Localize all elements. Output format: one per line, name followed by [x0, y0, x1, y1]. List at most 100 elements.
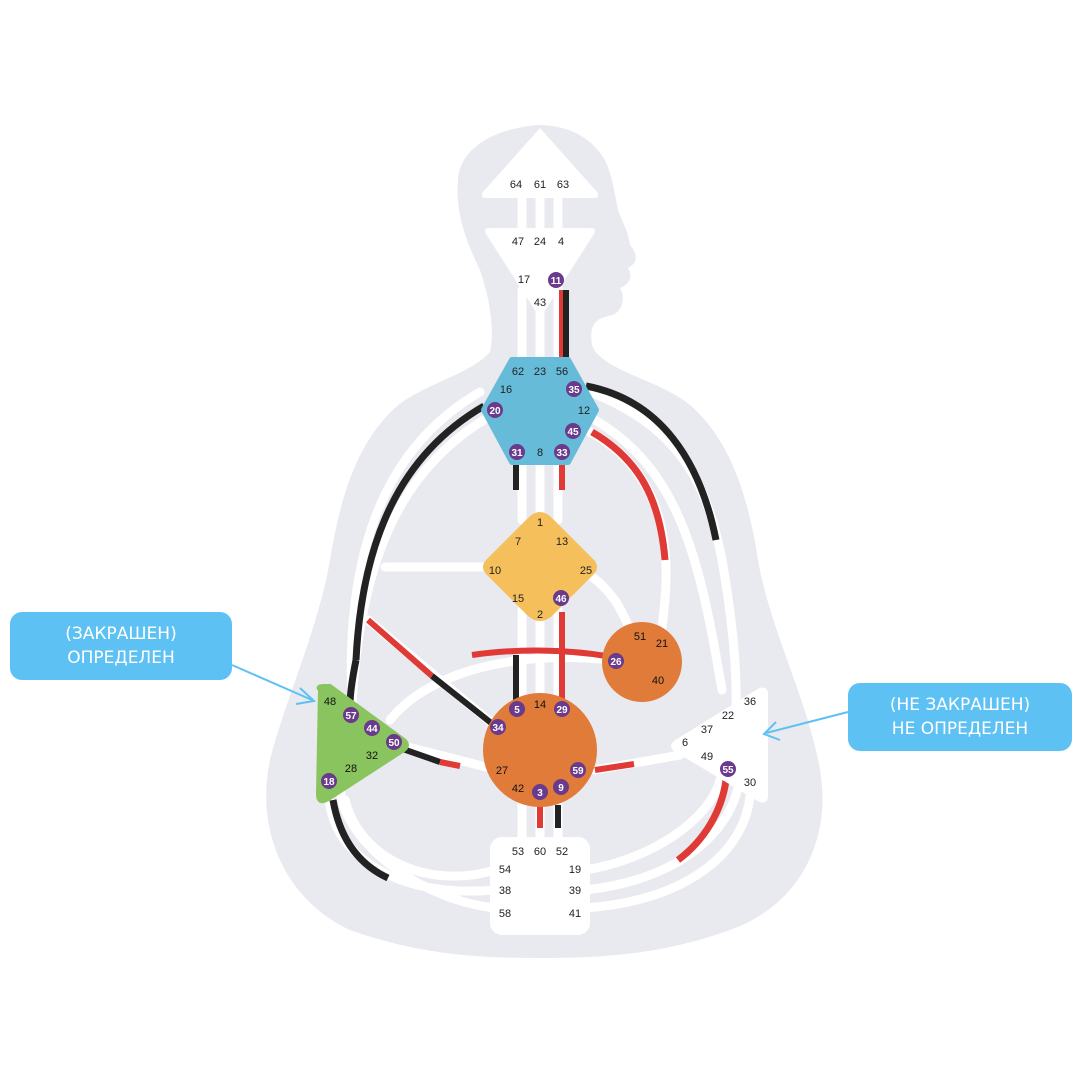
gate-badge [548, 272, 564, 288]
gate-57: 57 [345, 711, 357, 722]
gate-14: 14 [534, 699, 546, 711]
gate-4: 4 [558, 236, 564, 248]
gate-20: 20 [489, 406, 501, 417]
gate-33: 33 [556, 448, 568, 459]
gate-badge [570, 762, 586, 778]
arrow-right-pointer-icon [231, 664, 317, 705]
channel-activations [329, 290, 730, 882]
gate-26: 26 [610, 657, 622, 668]
gate-badge [554, 444, 570, 460]
gate-24: 24 [534, 236, 546, 248]
gate-12: 12 [578, 405, 590, 417]
gate-16: 16 [500, 384, 512, 396]
callout-defined-line2: ОПРЕДЕЛЕН [67, 648, 175, 668]
solar-plexus-center[interactable]: 36 22 37 6 49 55 30 [671, 687, 768, 803]
gate-6: 6 [682, 737, 688, 749]
gate-badge [566, 381, 582, 397]
gate-38: 38 [499, 885, 511, 897]
gate-badge [553, 779, 569, 795]
gate-32: 32 [366, 750, 378, 762]
gate-48: 48 [324, 696, 336, 708]
gate-36: 36 [744, 696, 756, 708]
gate-42: 42 [512, 783, 524, 795]
gate-badge [364, 720, 380, 736]
gate-59: 59 [572, 766, 584, 777]
gate-3: 3 [537, 788, 543, 799]
gate-badge [608, 653, 624, 669]
gate-badge [532, 784, 548, 800]
gate-badge [509, 701, 525, 717]
gate-badge [490, 719, 506, 735]
gate-badge [487, 402, 503, 418]
gate-badge [509, 444, 525, 460]
gate-55: 55 [722, 765, 734, 776]
gate-1: 1 [537, 517, 543, 529]
gate-badge [343, 707, 359, 723]
gate-badge [321, 773, 337, 789]
ajna-center[interactable]: 47 24 4 17 11 43 [485, 228, 595, 315]
gate-17: 17 [518, 274, 530, 286]
gate-45: 45 [567, 427, 579, 438]
gate-34: 34 [492, 723, 504, 734]
gate-23: 23 [534, 366, 546, 378]
gate-54: 54 [499, 864, 511, 876]
callout-undefined: (НЕ ЗАКРАШЕН) НЕ ОПРЕДЕЛЕН [848, 683, 1072, 751]
gate-9: 9 [558, 783, 564, 794]
gate-60: 60 [534, 846, 546, 858]
gate-8: 8 [537, 447, 543, 459]
gate-5: 5 [514, 705, 520, 716]
arrow-left-pointer-icon [762, 711, 849, 741]
callout-undefined-line1: (НЕ ЗАКРАШЕН) [889, 695, 1031, 715]
gate-25: 25 [580, 565, 592, 577]
gate-10: 10 [489, 565, 501, 577]
gate-badge [565, 423, 581, 439]
gate-badge [554, 701, 570, 717]
gate-29: 29 [556, 705, 568, 716]
gate-52: 52 [556, 846, 568, 858]
callout-defined: (ЗАКРАШЕН) ОПРЕДЕЛЕН [10, 612, 232, 680]
gate-40: 40 [652, 675, 664, 687]
root-center[interactable]: 53 60 52 54 19 38 39 58 41 [490, 837, 590, 935]
g-center[interactable]: 1 7 13 10 25 15 46 2 [483, 512, 597, 621]
gate-7: 7 [515, 536, 521, 548]
gate-47: 47 [512, 236, 524, 248]
throat-center[interactable]: 62 23 56 16 35 20 12 45 31 8 33 [481, 357, 599, 465]
gate-58: 58 [499, 908, 511, 920]
gate-11: 11 [551, 276, 562, 287]
gate-31: 31 [511, 448, 523, 459]
gate-41: 41 [569, 908, 581, 920]
gate-56: 56 [556, 366, 568, 378]
gate-18: 18 [323, 777, 335, 788]
gate-62: 62 [512, 366, 524, 378]
gate-61: 61 [534, 179, 546, 191]
gate-19: 19 [569, 864, 581, 876]
gate-63: 63 [557, 179, 569, 191]
gate-badge [386, 734, 402, 750]
gate-30: 30 [744, 777, 756, 789]
head-center[interactable]: 64 61 63 [482, 128, 598, 198]
gate-49: 49 [701, 751, 713, 763]
callout-defined-line1: (ЗАКРАШЕН) [65, 624, 177, 644]
gate-badge [553, 590, 569, 606]
gate-13: 13 [556, 536, 568, 548]
spleen-center[interactable]: 48 57 44 50 32 28 18 [316, 684, 409, 804]
gate-51: 51 [634, 631, 646, 643]
gate-badge [720, 761, 736, 777]
gate-35: 35 [568, 385, 580, 396]
gate-39: 39 [569, 885, 581, 897]
gate-21: 21 [656, 638, 668, 650]
gate-44: 44 [366, 724, 378, 735]
gate-64: 64 [510, 179, 522, 191]
sacral-center[interactable]: 5 14 29 34 27 59 42 3 9 [483, 693, 597, 807]
gate-15: 15 [512, 593, 524, 605]
gate-2: 2 [537, 609, 543, 621]
heart-center[interactable]: 51 21 26 40 [602, 622, 682, 702]
gate-50: 50 [388, 738, 400, 749]
gate-46: 46 [555, 594, 567, 605]
gate-27: 27 [496, 765, 508, 777]
gate-37: 37 [701, 724, 713, 736]
callout-undefined-line2: НЕ ОПРЕДЕЛЕН [891, 719, 1029, 739]
gate-28: 28 [345, 763, 357, 775]
gate-22: 22 [722, 710, 734, 722]
